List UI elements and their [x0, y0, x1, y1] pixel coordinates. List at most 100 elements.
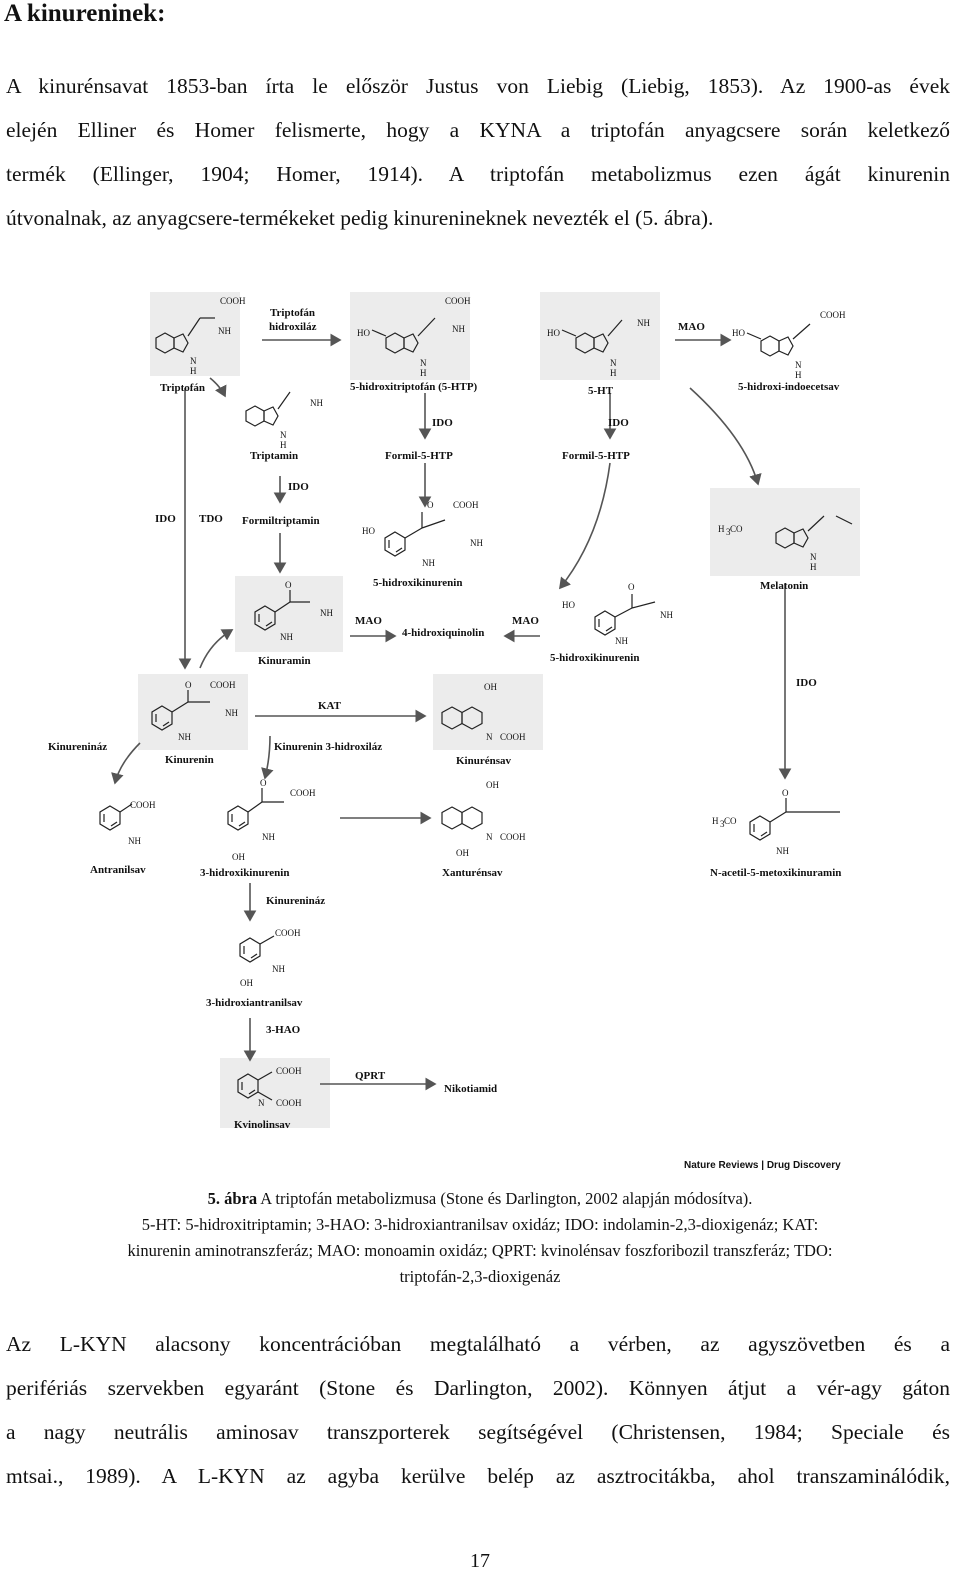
enzyme-label: Kinurenin 3-hidroxiláz [274, 741, 382, 753]
atom-label: H [190, 366, 197, 376]
enzyme-label: MAO [512, 615, 539, 627]
atom-label: NH [280, 632, 293, 642]
triptamin-structure [246, 392, 290, 426]
enzyme-label: IDO [608, 417, 629, 429]
enzyme-label: TDO [199, 513, 223, 525]
atom-label: N [280, 430, 287, 440]
atom-label: H [795, 370, 802, 380]
atom-label: NH [470, 538, 483, 548]
atom-label: H [810, 562, 817, 572]
atom-label: NH [218, 326, 231, 336]
atom-label: OH [484, 682, 497, 692]
atom-label: O [260, 778, 267, 788]
molecule-label: Kvinolinsav [234, 1119, 291, 1131]
atom-label: NH [776, 846, 789, 856]
molecule-label: 3-hidroxiantranilsav [206, 997, 303, 1009]
atom-label: HO [362, 526, 375, 536]
atom-label: COOH [276, 1066, 302, 1076]
atom-label: N [795, 360, 802, 370]
xanturensav-structure [442, 807, 482, 829]
molecule-label: 5-HT [588, 385, 614, 397]
3hidroxikinurenin-structure [228, 788, 284, 830]
atom-label: HO [732, 328, 745, 338]
caption-line: 5-HT: 5-hidroxitriptamin; 3-HAO: 3-hidro… [0, 1212, 960, 1238]
molecule-label: 5-hidroxi-indoecetsav [738, 381, 840, 393]
enzyme-label: 3-HAO [266, 1024, 301, 1036]
atom-label: NH [178, 732, 191, 742]
caption-label: 5. ábra [208, 1189, 258, 1208]
atom-label: N [610, 358, 617, 368]
atom-label: H [610, 368, 617, 378]
atom-label: NH [452, 324, 465, 334]
tryptophan-metabolism-figure: COOH NH N H COOH NH HO N H HO NH N H COO… [40, 288, 880, 1178]
atom-label: HO [357, 328, 370, 338]
antranilsav-structure [100, 804, 132, 830]
molecule-label: Kinuramin [258, 655, 311, 667]
atom-label: N [258, 1098, 265, 1108]
atom-label: O [185, 680, 192, 690]
atom-label: N [810, 552, 817, 562]
atom-label: COOH [445, 296, 471, 306]
atom-label: OH [456, 848, 469, 858]
paragraph-line: A kinurénsavat 1853-ban írta le először … [6, 64, 950, 108]
molecule-label: 5-hidroxitriptofán (5-HTP) [350, 381, 478, 393]
atom-label: O [782, 788, 789, 798]
atom-label: COOH [276, 1098, 302, 1108]
atom-label: COOH [500, 832, 526, 842]
atom-label: N [190, 356, 197, 366]
enzyme-label: hidroxiláz [269, 321, 317, 333]
molecule-label: Triptamin [250, 450, 298, 462]
molecule-label: Melatonin [760, 580, 808, 592]
atom-label: O [285, 580, 292, 590]
enzyme-label: IDO [432, 417, 453, 429]
molecule-label: Antranilsav [90, 864, 146, 876]
molecule-label: 3-hidroxikinurenin [200, 867, 289, 879]
body-paragraph: Az L-KYN alacsony koncentrációban megtal… [6, 1322, 950, 1498]
molecule-label: Kinurénsav [456, 755, 512, 767]
paragraph-line: elején Elliner és Homer felismerte, hogy… [6, 108, 950, 152]
atom-label: N [420, 358, 427, 368]
atom-label: NH [637, 318, 650, 328]
atom-label: OH [486, 780, 499, 790]
atom-label: COOH [220, 296, 246, 306]
atom-label: N [486, 732, 493, 742]
atom-label: O [427, 500, 434, 510]
enzyme-label: IDO [155, 513, 176, 525]
atom-label: COOH [453, 500, 479, 510]
figure-caption: 5. ábra A triptofán metabolizmusa (Stone… [0, 1186, 960, 1290]
molecule-label: N-acetil-5-metoxikinuramin [710, 867, 841, 879]
molecule-label: Formil-5-HTP [385, 450, 453, 462]
atom-label: HO [547, 328, 560, 338]
5hidroxikinurenin-top-structure [385, 512, 445, 556]
atom-label: NH [422, 558, 435, 568]
atom-label: NH [615, 636, 628, 646]
enzyme-label: MAO [678, 321, 705, 333]
atom-label: NH [320, 608, 333, 618]
enzyme-label: Triptofán [270, 307, 315, 319]
atom-label: OH [240, 978, 253, 988]
section-heading: A kinureninek: [4, 0, 165, 28]
source-credit: Nature Reviews | Drug Discovery [684, 1160, 841, 1171]
atom-label: COOH [210, 680, 236, 690]
molecule-label: Nikotiamid [444, 1083, 497, 1095]
paragraph-line: a nagy neutrális aminosav transzporterek… [6, 1410, 950, 1454]
atom-label: NH [272, 964, 285, 974]
caption-title-line: 5. ábra A triptofán metabolizmusa (Stone… [0, 1186, 960, 1212]
atom-label: N [486, 832, 493, 842]
caption-line: kinurenin aminotranszferáz; MAO: monoami… [0, 1238, 960, 1264]
atom-label: NH [660, 610, 673, 620]
acetil-structure [750, 798, 840, 840]
paragraph-line: útvonalnak, az anyagcsere-termékeket ped… [6, 196, 950, 240]
molecule-label: Triptofán [160, 382, 205, 394]
5hiaa-structure [747, 324, 810, 356]
atom-label: H [712, 816, 719, 826]
molecule-label: Formil-5-HTP [562, 450, 630, 462]
paragraph-line: mtsai., 1989). A L-KYN az agyba kerülve … [6, 1454, 950, 1498]
paragraph-line: Az L-KYN alacsony koncentrációban megtal… [6, 1322, 950, 1366]
molecule-label: 4-hidroxiquinolin [402, 627, 484, 639]
paragraph-line: termék (Ellinger, 1904; Homer, 1914). A … [6, 152, 950, 196]
enzyme-label: Kinurenináz [48, 741, 107, 753]
atom-label: COOH [130, 800, 156, 810]
molecule-label: 5-hidroxikinurenin [373, 577, 462, 589]
atom-label: NH [310, 398, 323, 408]
